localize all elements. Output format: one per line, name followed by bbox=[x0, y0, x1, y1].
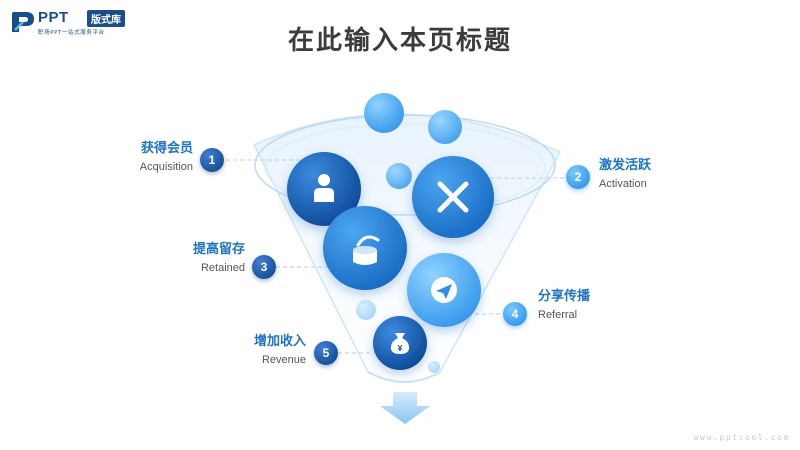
watermark: www.pptcool.com bbox=[693, 433, 790, 442]
step-label-en: Referral bbox=[538, 309, 578, 321]
step-number-5: 5 bbox=[314, 341, 338, 365]
user-icon bbox=[314, 174, 334, 202]
bubble-decor bbox=[364, 93, 404, 133]
step-label-en: Revenue bbox=[261, 354, 306, 366]
step-label-en: Activation bbox=[599, 178, 647, 190]
step-number-2: 2 bbox=[566, 165, 590, 189]
step-label-4: 分享传播 Referral bbox=[538, 289, 590, 322]
step-label-2: 激发活跃 Activation bbox=[599, 158, 651, 191]
funnel-inner-rim bbox=[264, 123, 546, 213]
step-label-en: Retained bbox=[200, 262, 245, 274]
step-label-1: 获得会员 Acquisition bbox=[140, 141, 193, 174]
step-label-3: 提高留存 Retained bbox=[193, 242, 245, 275]
step-label-cn: 增加收入 bbox=[253, 334, 306, 349]
funnel-rim bbox=[254, 114, 556, 216]
bubble-decor bbox=[428, 110, 462, 144]
funnel-spout bbox=[367, 371, 441, 383]
bubble-decor bbox=[356, 300, 376, 320]
bubble-decor bbox=[386, 163, 412, 189]
step-label-5: 增加收入 Revenue bbox=[254, 334, 306, 367]
svg-text:¥: ¥ bbox=[398, 344, 403, 353]
step-number-1: 1 bbox=[200, 148, 224, 172]
step-label-cn: 获得会员 bbox=[140, 141, 193, 156]
logo-mark-icon bbox=[12, 12, 34, 32]
money-bag-icon: ¥ bbox=[390, 333, 410, 354]
brand-tagline: 职场PPT一站式服务平台 bbox=[38, 30, 105, 36]
down-arrow-icon bbox=[380, 392, 430, 424]
step-number-3: 3 bbox=[252, 255, 276, 279]
crossed-tools-icon bbox=[437, 181, 469, 213]
bubble-decor bbox=[428, 361, 440, 373]
step-label-cn: 分享传播 bbox=[538, 289, 591, 304]
step-number-4: 4 bbox=[503, 302, 527, 326]
page-title: 在此输入本页标题 bbox=[287, 26, 512, 56]
brand-name: PPT bbox=[38, 9, 69, 26]
step-label-cn: 提高留存 bbox=[192, 242, 245, 257]
step-label-en: Acquisition bbox=[139, 161, 193, 173]
paper-plane-icon bbox=[431, 277, 457, 303]
step-label-cn: 激发活跃 bbox=[599, 158, 652, 173]
brand-badge: 版式库 bbox=[87, 10, 125, 27]
brand-logo: PPT 版式库 职场PPT一站式服务平台 bbox=[10, 8, 160, 38]
open-box-icon bbox=[353, 235, 380, 265]
